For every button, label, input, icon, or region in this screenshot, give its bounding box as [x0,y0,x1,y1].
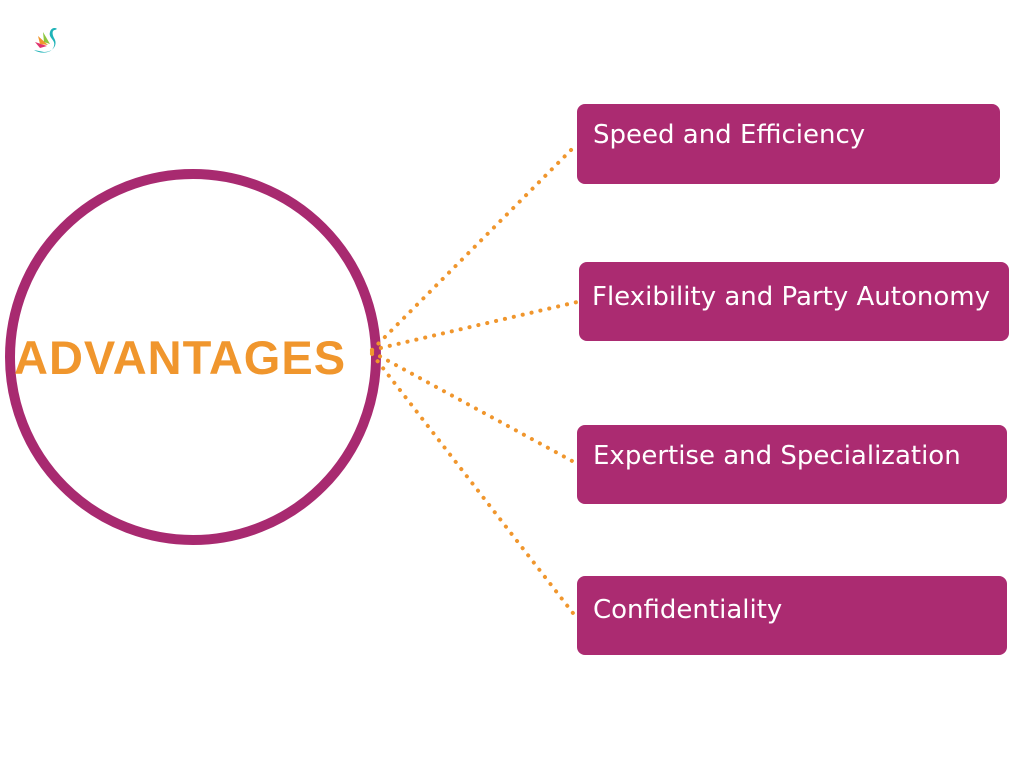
connector-2 [370,300,579,352]
advantage-box-expertise: Expertise and Specialization [577,425,1007,504]
connector-4 [370,352,578,619]
advantage-label: Expertise and Specialization [593,441,961,471]
diagram-title: ADVANTAGES [14,331,347,384]
swan-logo-icon [34,28,57,53]
advantage-box-confidentiality: Confidentiality [577,576,1007,655]
advantage-label: Flexibility and Party Autonomy [592,282,990,312]
advantage-label: Confidentiality [593,595,783,625]
advantage-box-speed: Speed and Efficiency [577,104,1000,184]
connector-3 [370,350,576,464]
advantage-box-flexibility: Flexibility and Party Autonomy [579,262,1009,341]
connector-1 [370,143,578,352]
advantages-circle [5,169,381,545]
advantage-label: Speed and Efficiency [593,120,866,150]
